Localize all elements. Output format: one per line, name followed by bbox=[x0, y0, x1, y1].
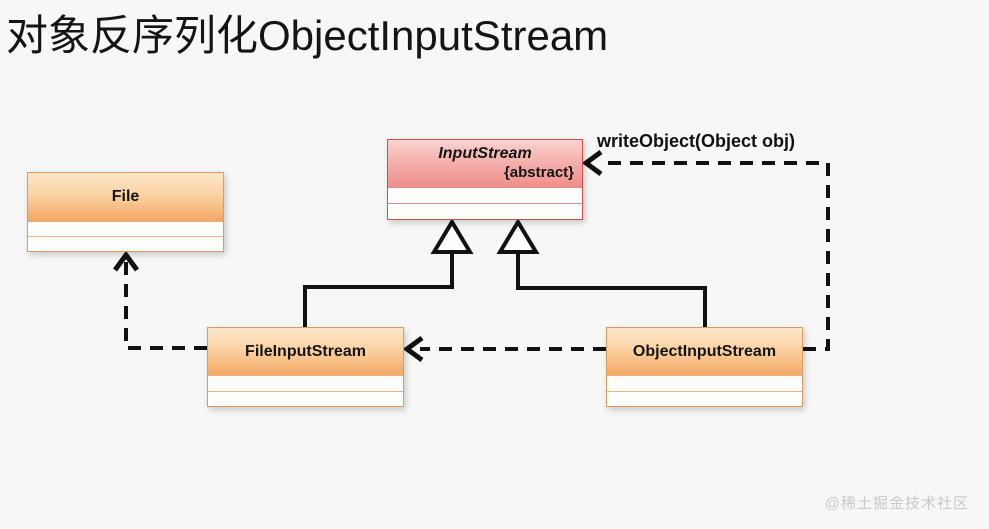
watermark: @稀土掘金技术社区 bbox=[824, 495, 969, 512]
class-methods-objectinputstream bbox=[607, 390, 802, 406]
class-attributes-file bbox=[28, 221, 223, 236]
class-box-objectinputstream: ObjectInputStream bbox=[606, 327, 803, 407]
dependency-objectinputstream-to-fileinputstream bbox=[402, 335, 606, 363]
class-methods-fileinputstream bbox=[208, 390, 403, 406]
class-name-inputstream: InputStream bbox=[438, 145, 532, 163]
dependency-objectinputstream-to-inputstream bbox=[581, 149, 830, 351]
dependency-fileinputstream-to-file bbox=[112, 250, 207, 350]
class-box-inputstream: InputStream {abstract} bbox=[387, 139, 583, 220]
annotation-writeobject: writeObject(Object obj) bbox=[597, 131, 796, 151]
page-title: 对象反序列化ObjectInputStream bbox=[6, 12, 609, 59]
class-methods-file bbox=[28, 236, 223, 251]
class-box-fileinputstream: FileInputStream bbox=[207, 327, 404, 407]
inheritance-fileinputstream-to-inputstream bbox=[303, 218, 474, 327]
inheritance-objectinputstream-to-inputstream bbox=[496, 218, 707, 327]
class-attributes-inputstream bbox=[388, 187, 582, 203]
class-box-file: File bbox=[27, 172, 224, 252]
class-header-inputstream: InputStream {abstract} bbox=[388, 140, 582, 187]
class-attributes-fileinputstream bbox=[208, 375, 403, 391]
class-stereotype-inputstream: {abstract} bbox=[503, 164, 574, 182]
class-name-objectinputstream: ObjectInputStream bbox=[607, 328, 802, 375]
class-attributes-objectinputstream bbox=[607, 375, 802, 391]
class-methods-inputstream bbox=[388, 203, 582, 219]
class-name-file: File bbox=[28, 173, 223, 221]
class-name-fileinputstream: FileInputStream bbox=[208, 328, 403, 375]
